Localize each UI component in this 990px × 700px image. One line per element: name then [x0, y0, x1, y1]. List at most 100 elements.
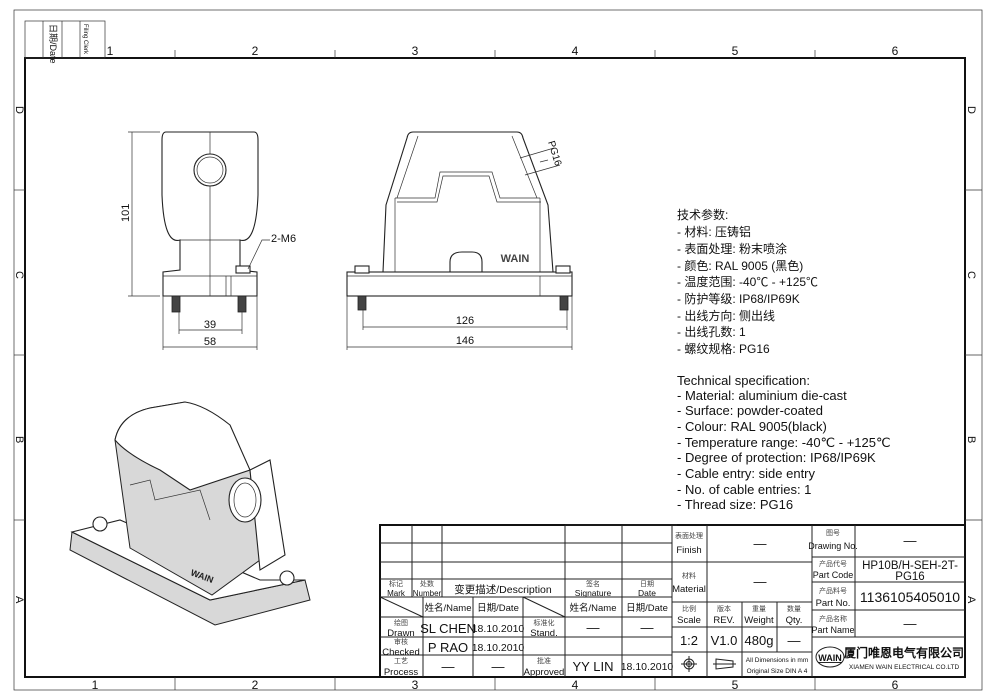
mark-label: Mark — [387, 589, 406, 598]
drawn-label: Drawn — [387, 628, 414, 639]
weight-label-cn: 重量 — [752, 605, 766, 613]
company-name-en: XIAMEN WAIN ELECTRICAL CO.LTD — [849, 664, 960, 671]
column-label: 5 — [732, 44, 739, 58]
spec-line: - 螺纹规格: PG16 — [677, 341, 770, 356]
approved-date: 18.10.2010 — [621, 661, 674, 673]
filing-clerk-label: Filing Clerk — [82, 24, 88, 55]
column-label: 2 — [252, 678, 259, 692]
part-code-label: Part Code — [813, 570, 854, 580]
part-name-label-cn: 产品名称 — [819, 614, 847, 623]
name-header: 姓名/Name — [425, 602, 472, 614]
finish-label: Finish — [676, 545, 701, 556]
number-label-cn: 处数 — [420, 579, 434, 588]
part-name-value: — — [904, 616, 917, 631]
part-no-label-cn: 产品料号 — [819, 586, 847, 595]
finish-label-cn: 表面处理 — [675, 531, 703, 540]
filing-strip: 日期/Date Filing Clerk — [24, 20, 106, 64]
column-label: 3 — [412, 44, 419, 58]
part-no-label: Part No. — [816, 598, 851, 609]
row-label: D — [965, 106, 977, 114]
name-header: 姓名/Name — [570, 602, 617, 614]
width-dimension: 146 — [456, 335, 474, 347]
spec-line: - Surface: powder-coated — [677, 403, 823, 418]
bolt-spacing-dimension: 39 — [204, 319, 216, 331]
spec-line: - 出线方向: 侧出线 — [677, 308, 775, 323]
process-label-cn: 工艺 — [394, 657, 408, 665]
spec-line: - 材料: 压铸铝 — [677, 224, 751, 239]
column-label: 1 — [92, 678, 99, 692]
qty-label-cn: 数量 — [787, 604, 801, 613]
date-label-cn: 日期 — [640, 580, 654, 588]
scale-label-cn: 比例 — [682, 604, 696, 613]
process-date: — — [492, 659, 505, 674]
rev-label-cn: 版本 — [717, 604, 731, 613]
spec-line: - 温度范围: -40℃ - +125℃ — [677, 274, 818, 289]
part-code-value: HP10B/H-SEH-2T- — [862, 560, 958, 572]
spec-line: - 表面处理: 粉末喷涂 — [677, 241, 787, 256]
column-label: 2 — [252, 44, 259, 58]
projection-symbol-icon — [681, 656, 697, 672]
drawing-no-label-cn: 图号 — [826, 529, 840, 537]
checked-label: Checked — [382, 647, 420, 658]
row-label: D — [13, 106, 25, 114]
bolt-label: 2-M6 — [271, 233, 296, 245]
approved-label-cn: 批准 — [537, 656, 551, 665]
stand-name: — — [587, 620, 600, 635]
scale-label: Scale — [677, 615, 701, 626]
mark-label-cn: 标记 — [389, 579, 403, 588]
material-label: Material — [672, 584, 706, 595]
rev-label: REV. — [713, 615, 734, 626]
outer-border — [13, 9, 983, 691]
material-label-cn: 材料 — [682, 571, 696, 580]
row-label: C — [965, 271, 977, 279]
weight-label: Weight — [744, 615, 774, 626]
drawn-label-cn: 绘图 — [394, 618, 408, 627]
drawing-no-value: — — [904, 533, 917, 548]
column-label: 5 — [732, 678, 739, 692]
dimensions-note: All Dimensions in mm — [746, 657, 809, 664]
spec-line: - 防护等级: IP68/IP69K — [677, 291, 800, 306]
thread-label: PG16 — [545, 140, 563, 168]
logo-text: WAIN — [818, 653, 842, 663]
row-label: B — [13, 436, 25, 443]
column-markers: 1 2 3 4 5 6 1 2 3 4 5 6 — [92, 44, 899, 692]
part-name-label: Part Name — [811, 625, 854, 635]
height-dimension: 101 — [120, 204, 132, 222]
row-label: C — [13, 271, 25, 279]
qty-value: — — [788, 633, 801, 648]
material-value: — — [754, 574, 767, 589]
spec-line: - Cable entry: side entry — [677, 466, 816, 481]
spec-line: - No. of cable entries: 1 — [677, 482, 811, 497]
spec-line: - 颜色: RAL 9005 (黑色) — [677, 258, 803, 273]
signature-label-cn: 签名 — [586, 579, 600, 588]
drawn-name: SL CHEN — [420, 621, 476, 636]
number-label: Number — [413, 589, 442, 598]
description-label: 变更描述/Description — [454, 583, 552, 596]
part-no-value: 1136105405010 — [860, 589, 960, 605]
stand-date: — — [641, 620, 654, 635]
brand-mark: WAIN — [501, 253, 530, 265]
date-label: Date — [638, 588, 656, 598]
checked-name: P RAO — [428, 640, 468, 655]
weight-value: 480g — [745, 633, 774, 648]
isometric-view: WAIN — [69, 401, 311, 626]
front-view: WAIN PG16 126 146 — [346, 131, 573, 350]
column-label: 6 — [892, 678, 899, 692]
column-label: 1 — [107, 44, 114, 58]
part-code-label-cn: 产品代号 — [819, 559, 847, 568]
spec-line: - 出线孔数: 1 — [677, 324, 746, 339]
company-logo: WAIN — [815, 646, 845, 668]
column-label: 6 — [892, 44, 899, 58]
spec-line: - Colour: RAL 9005(black) — [677, 419, 827, 434]
filing-date-label: 日期/Date — [48, 24, 58, 64]
spec-title: 技术参数: — [677, 207, 728, 222]
size-note: Original Size DIN A 4 — [747, 668, 808, 675]
spec-line: - Degree of protection: IP68/IP69K — [677, 450, 876, 465]
process-label: Process — [384, 667, 419, 678]
row-label: A — [13, 596, 25, 604]
finish-value: — — [754, 536, 767, 551]
part-code-value-line2: PG16 — [895, 571, 924, 583]
process-name: — — [442, 659, 455, 674]
width-dimension: 58 — [204, 336, 216, 348]
